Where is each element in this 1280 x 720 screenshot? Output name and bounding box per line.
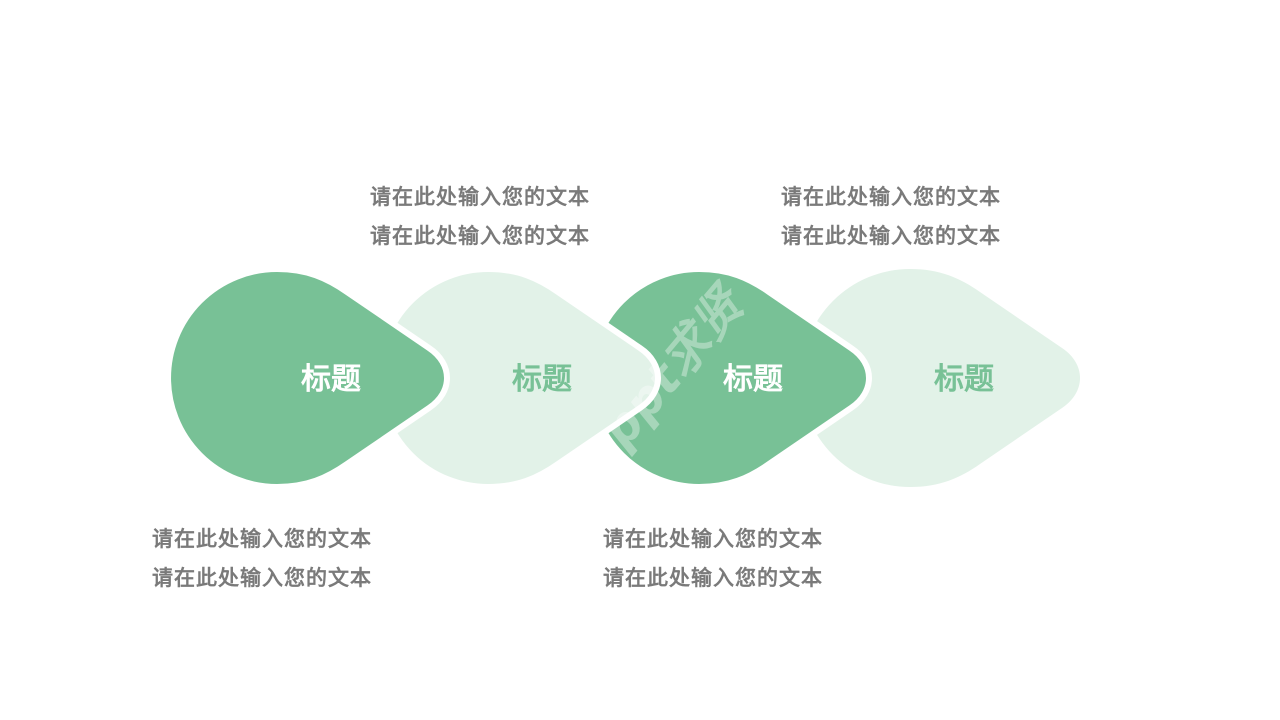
description-line: 请在此处输入您的文本 [370, 185, 590, 209]
description-step-3: 请在此处输入您的文本 请在此处输入您的文本 [603, 520, 823, 598]
description-line: 请在此处输入您的文本 [781, 185, 1001, 209]
description-line: 请在此处输入您的文本 [370, 224, 590, 248]
step-title-2: 标题 [512, 362, 572, 397]
step-title-4: 标题 [934, 362, 994, 397]
step-title-3: 标题 [723, 362, 783, 397]
description-line: 请在此处输入您的文本 [603, 527, 823, 551]
description-step-2: 请在此处输入您的文本 请在此处输入您的文本 [370, 178, 590, 256]
description-step-4: 请在此处输入您的文本 请在此处输入您的文本 [781, 178, 1001, 256]
description-line: 请在此处输入您的文本 [781, 224, 1001, 248]
description-step-1: 请在此处输入您的文本 请在此处输入您的文本 [152, 520, 372, 598]
description-line: 请在此处输入您的文本 [152, 566, 372, 590]
description-line: 请在此处输入您的文本 [603, 566, 823, 590]
description-line: 请在此处输入您的文本 [152, 527, 372, 551]
step-title-1: 标题 [301, 362, 361, 397]
